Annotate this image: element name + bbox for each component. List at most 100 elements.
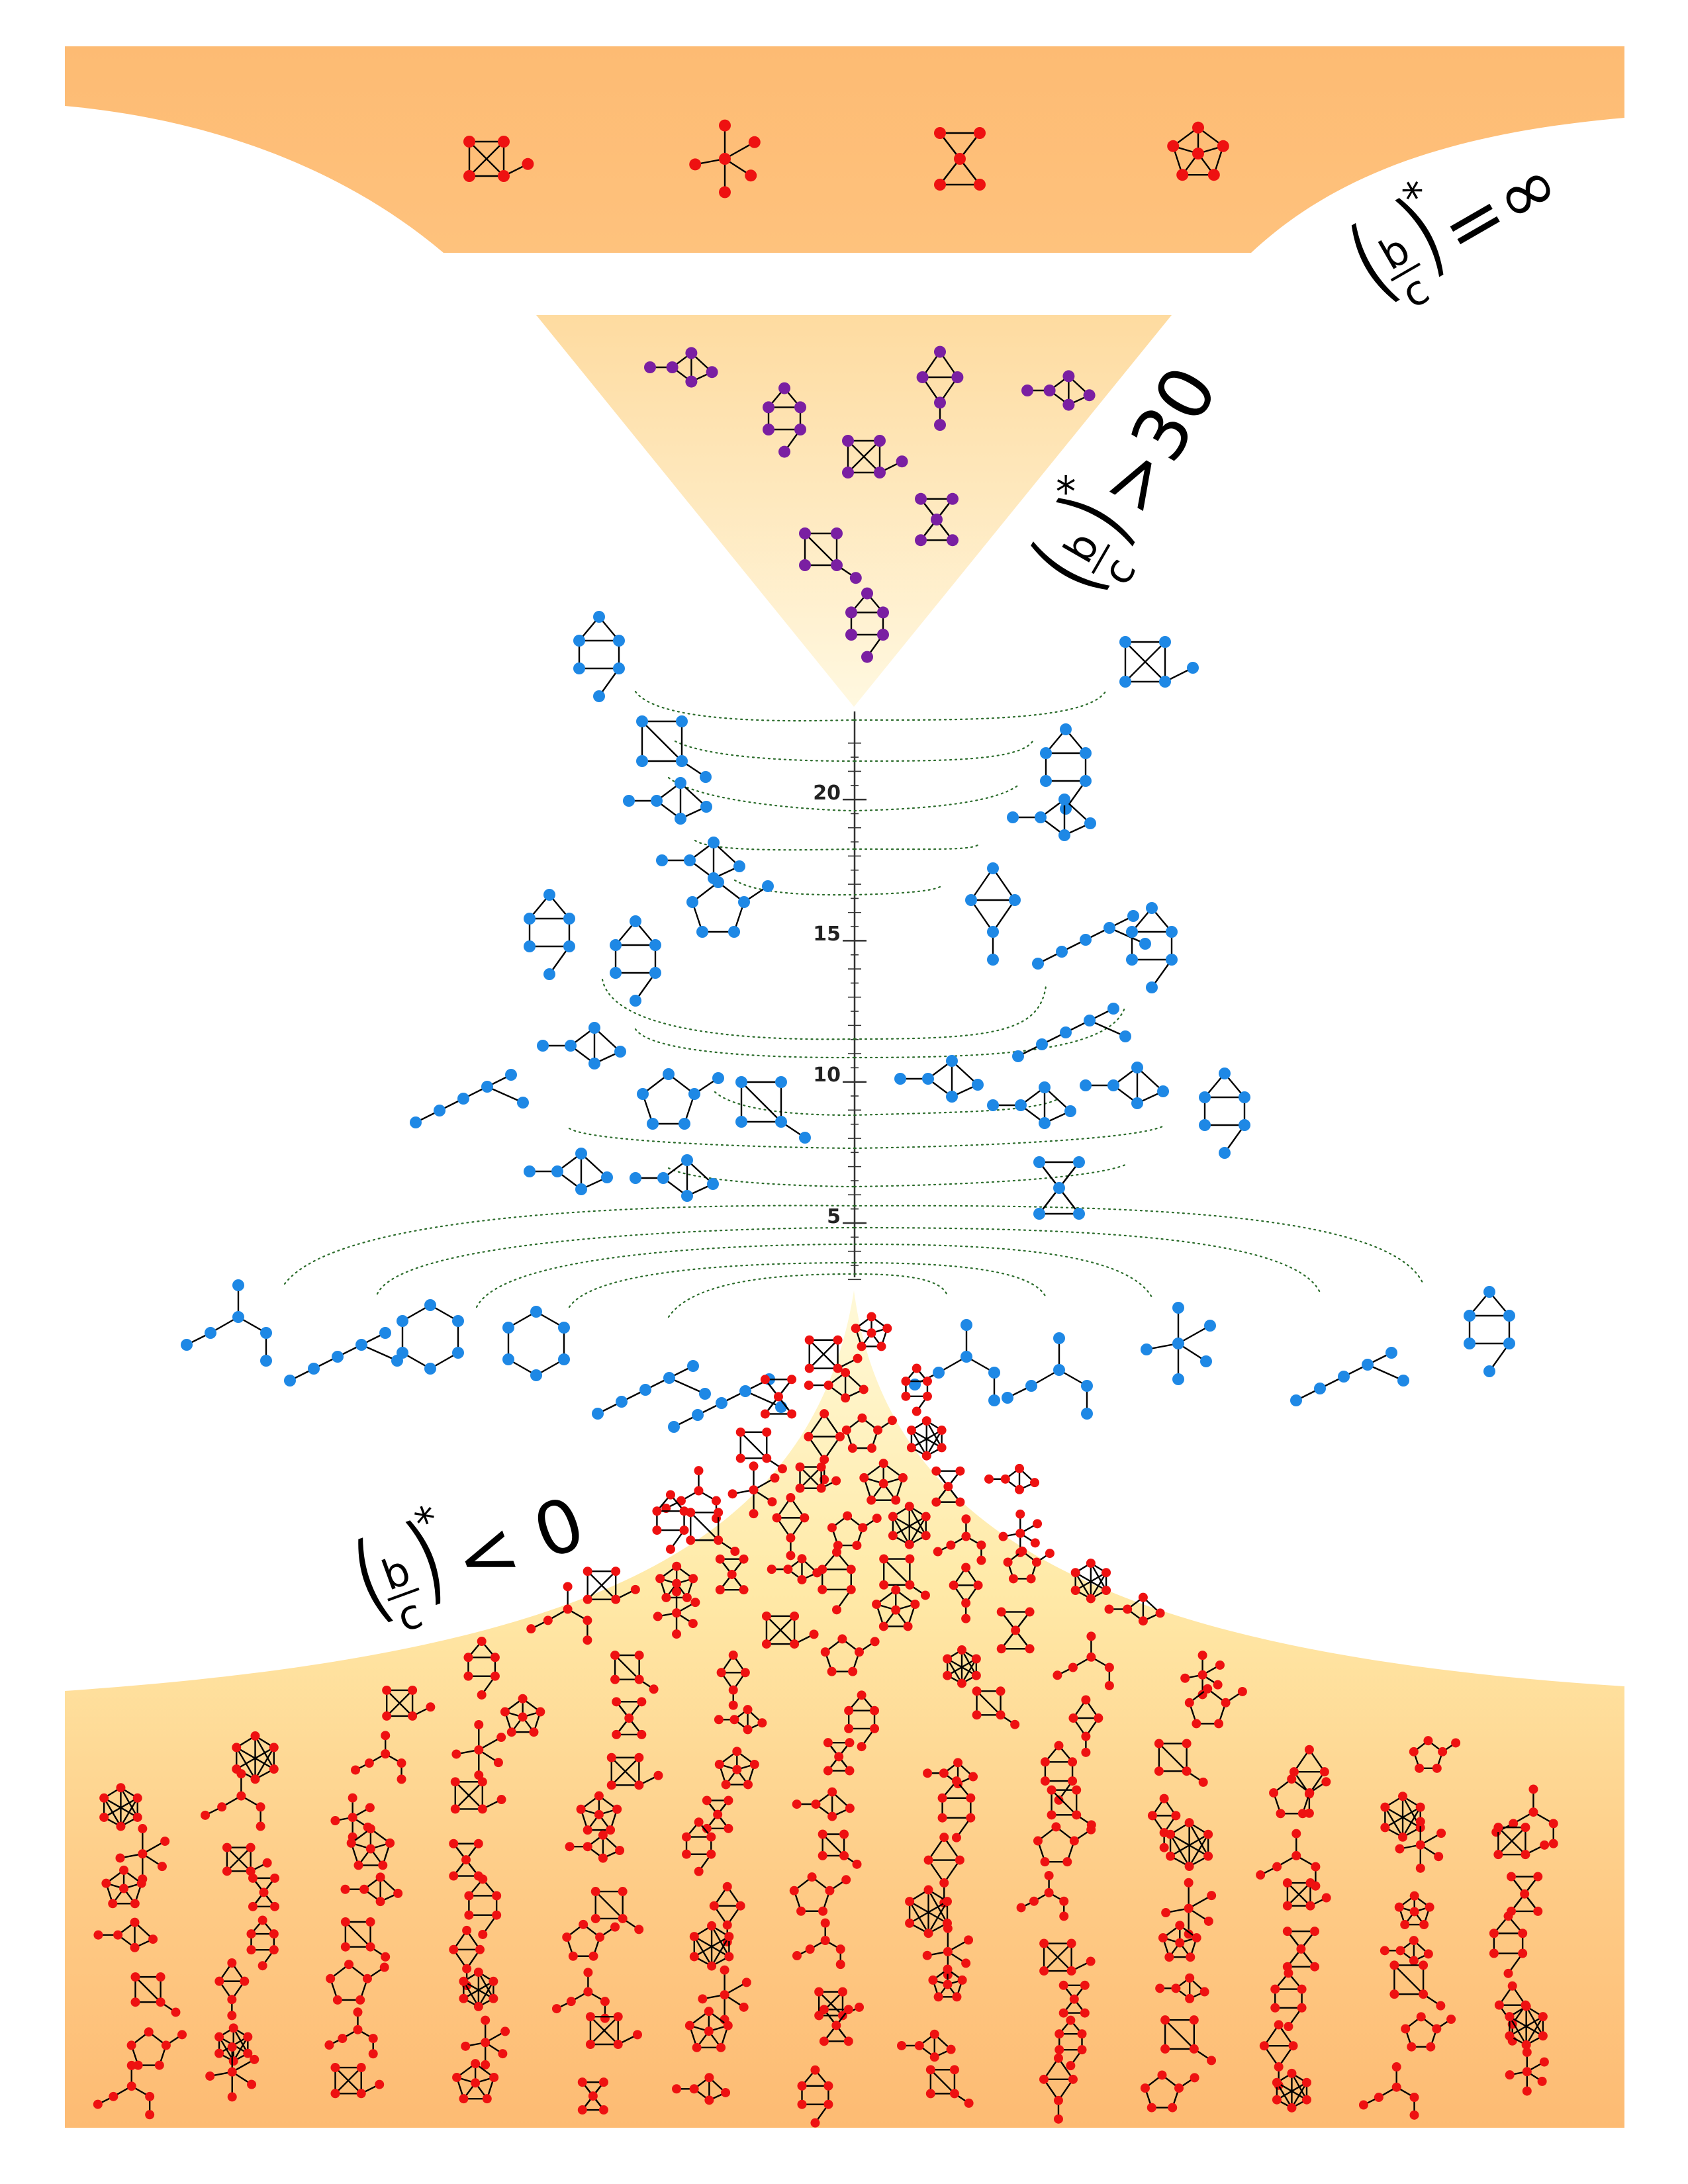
graph-node [355, 1339, 367, 1351]
graph-node [921, 1531, 931, 1541]
graph-node [543, 889, 555, 901]
graph-node [738, 896, 750, 908]
connector-curve [853, 783, 1021, 812]
graph-node [1159, 636, 1171, 648]
graph [1269, 1774, 1331, 1819]
graph-node [101, 1878, 111, 1888]
graph-node [1047, 1785, 1056, 1795]
graph-node [814, 1987, 824, 1997]
graph-node [843, 1511, 853, 1521]
connector-curve [853, 1005, 1127, 1059]
graph-node [831, 1547, 841, 1557]
graph-node [1409, 1747, 1419, 1756]
graph [686, 1508, 740, 1557]
graph-node [818, 1565, 827, 1574]
graph-node [1066, 2015, 1076, 2025]
graph-node [760, 1375, 770, 1385]
graph-node [1039, 1938, 1049, 1948]
graph-node [1197, 1670, 1207, 1680]
graph-node [686, 896, 698, 908]
graph-node [1548, 1819, 1558, 1829]
graph-node [749, 1461, 759, 1471]
graph-node [246, 1945, 256, 1955]
graph-node [729, 1715, 739, 1725]
graph-node [618, 1913, 628, 1923]
graph [1282, 1927, 1320, 1972]
graph-node [1172, 1338, 1184, 1349]
graph-node [1528, 1784, 1538, 1794]
graph-node [1237, 1686, 1247, 1696]
graph-node [689, 1932, 699, 1942]
connector-curve [283, 1205, 856, 1285]
graph [324, 2007, 378, 2059]
graph [461, 2015, 510, 2070]
graph-node [707, 1961, 717, 1971]
graph-node [724, 1932, 734, 1942]
graph-node [563, 1604, 573, 1614]
graph-node [424, 1363, 436, 1375]
graph-node [719, 119, 731, 132]
graph-node [1297, 1984, 1307, 1994]
graph-node [1199, 1119, 1211, 1131]
graph-node [797, 1574, 807, 1584]
graph [101, 1865, 146, 1909]
graph [340, 1917, 391, 1962]
graph-node [1040, 747, 1052, 759]
graph-node [1044, 1870, 1054, 1880]
graph-node [496, 1733, 506, 1743]
graph-node [1409, 1907, 1419, 1917]
graph-edge [614, 1655, 640, 1680]
graph-node [719, 186, 731, 199]
graph-node [1080, 1079, 1092, 1091]
graph-node [256, 1821, 265, 1831]
graph [672, 2073, 731, 2105]
graph-node [1160, 2015, 1170, 2025]
graph-node [1380, 1946, 1389, 1956]
graph-node [809, 1629, 819, 1639]
graph-node [847, 1443, 857, 1453]
graph [653, 1587, 700, 1639]
y-tick-label-5: 5 [827, 1205, 841, 1228]
graph-node [1215, 1660, 1225, 1670]
graph [1282, 1878, 1331, 1911]
graph-node [1518, 1929, 1528, 1938]
graph-node [679, 1118, 690, 1130]
graph-node [1493, 1823, 1503, 1833]
graph-node [1029, 1896, 1039, 1906]
graph-node [130, 1917, 140, 1927]
graph-node [649, 939, 661, 951]
graph-node [1054, 1741, 1064, 1751]
graph-node [804, 1363, 814, 1373]
graph-node [855, 2002, 865, 2012]
graph-node [1290, 1394, 1302, 1406]
graph-node [964, 2098, 974, 2108]
graph-node [637, 1697, 647, 1707]
graph [1032, 910, 1151, 970]
graph-node [598, 1853, 608, 1863]
graph-edge [821, 1833, 845, 1856]
graph-node [879, 1554, 889, 1564]
graph-node [1432, 1763, 1442, 1773]
graph-node [1080, 934, 1092, 946]
graph-node [775, 1116, 787, 1128]
graph-edge [1497, 1827, 1526, 1856]
graph-node [1389, 1960, 1399, 1970]
graph-node [353, 2007, 363, 2017]
graph-node [355, 1995, 365, 2005]
graph-node [583, 1594, 592, 1604]
graph-node [891, 1605, 901, 1615]
graph-edge [947, 1658, 963, 1684]
graph-node [920, 1590, 930, 1600]
graph-node [949, 2089, 959, 2099]
graph-node [130, 1899, 140, 1909]
graph-node [714, 1715, 724, 1725]
graph-node [493, 1758, 503, 1768]
connector-curve [853, 1124, 1166, 1150]
graph-node [1521, 1850, 1530, 1860]
graph-node [356, 2089, 366, 2099]
graph-node [116, 1783, 126, 1793]
connector-curve [475, 1243, 856, 1308]
graph-node [688, 1619, 698, 1629]
graph-node [721, 2087, 731, 2097]
